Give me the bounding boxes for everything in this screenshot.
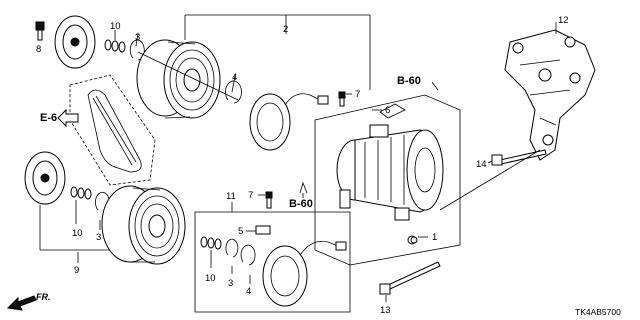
callout-4-kit: 4 xyxy=(246,286,251,297)
drive-belt xyxy=(87,89,142,173)
bolt-13 xyxy=(379,261,441,295)
snap-ring-4-upper xyxy=(225,80,242,104)
ref-b60-mid: B-60 xyxy=(289,198,313,210)
shims-lower xyxy=(70,186,92,200)
callout-11: 11 xyxy=(226,191,236,202)
pulley-upper xyxy=(136,39,221,119)
armature-plate-upper xyxy=(54,15,96,69)
callout-13: 13 xyxy=(380,305,391,316)
callout-10-upper: 10 xyxy=(110,21,121,32)
shims-upper xyxy=(104,39,126,53)
callout-3-lower: 3 xyxy=(96,232,101,243)
callout-14: 14 xyxy=(476,159,487,170)
callout-3-kit: 3 xyxy=(228,278,233,289)
snap-ring-kit-3 xyxy=(225,238,239,258)
front-direction-arrow xyxy=(6,295,37,311)
callout-10-lower: 10 xyxy=(72,228,83,239)
b60-top-arrow xyxy=(431,81,439,91)
field-coil-upper xyxy=(249,93,329,151)
callout-7-upper: 7 xyxy=(355,89,360,100)
compressor-box xyxy=(314,94,461,266)
bolt-8 xyxy=(35,21,45,41)
callout-4-upper: 4 xyxy=(232,72,237,83)
armature-plate-lower xyxy=(24,151,66,205)
callout-5: 5 xyxy=(238,226,243,237)
field-coil-lower xyxy=(262,240,347,307)
e6-reference-arrow xyxy=(57,108,79,128)
snap-ring-kit-4 xyxy=(240,244,256,266)
callout-12: 12 xyxy=(558,15,569,26)
callout-7-lower: 7 xyxy=(248,190,253,201)
ref-e6: E-6 xyxy=(40,112,57,124)
seal-washer-1 xyxy=(410,236,418,244)
bolt-7-upper xyxy=(338,91,346,107)
kit-box-11 xyxy=(194,211,351,313)
bolt-7-lower xyxy=(265,191,273,209)
pulley-lower xyxy=(101,185,186,265)
callout-8: 8 xyxy=(36,44,41,55)
thermal-protector-5 xyxy=(255,225,271,235)
callout-3-upper: 3 xyxy=(135,32,140,43)
ref-b60-top: B-60 xyxy=(397,75,421,87)
front-marker-label: FR. xyxy=(36,292,51,302)
b60-mid-arrow xyxy=(299,181,308,194)
shims-kit xyxy=(200,236,222,250)
callout-1: 1 xyxy=(432,232,437,243)
callout-10-kit: 10 xyxy=(205,273,216,284)
diagram-code: TK4AB5700 xyxy=(575,307,621,317)
callout-6: 6 xyxy=(385,105,390,116)
ac-compressor xyxy=(336,103,444,245)
callout-9: 9 xyxy=(74,265,79,276)
compressor-bracket xyxy=(504,29,596,161)
